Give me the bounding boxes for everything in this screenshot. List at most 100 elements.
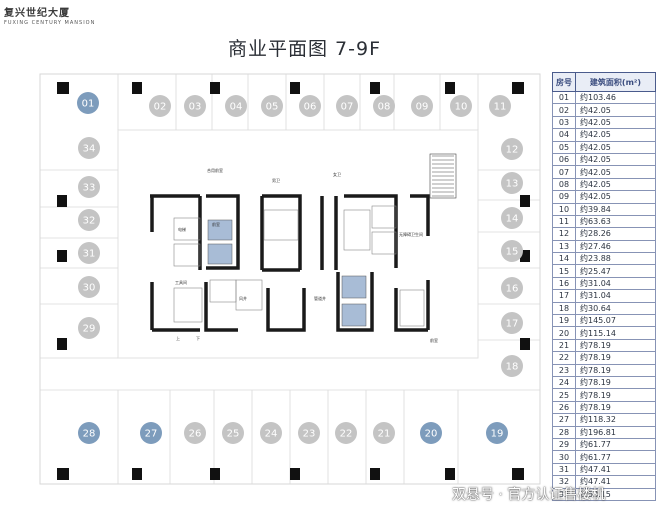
room-label-up: 上	[176, 335, 180, 341]
unit-circle	[450, 95, 472, 117]
unit-number: 29	[83, 324, 96, 335]
table-cell-no: 22	[552, 351, 576, 365]
unit-26: 26	[184, 422, 206, 444]
unit-28: 28	[78, 422, 100, 444]
table-cell-no: 09	[552, 190, 576, 204]
unit-34: 34	[78, 137, 100, 159]
unit-number: 23	[303, 429, 316, 440]
table-cell-area: 约61.77	[575, 437, 656, 452]
room-labels: 合用前室 男卫 女卫 前室 电梯 无障碍卫生间 工具间 管道井 前室 风井 上 …	[175, 167, 438, 343]
table-cell-area: 约42.05	[575, 140, 656, 154]
table-cell-area: 约47.41	[575, 462, 656, 477]
table-cell-no: 25	[552, 388, 576, 402]
unit-number: 16	[506, 284, 519, 295]
unit-number: 04	[230, 102, 243, 113]
unit-number: 10	[455, 102, 468, 113]
table-cell-area: 约53.15	[575, 487, 656, 501]
unit-circle	[78, 137, 100, 159]
table-cell-no: 01	[552, 90, 576, 105]
table-cell-area: 约31.04	[575, 289, 656, 303]
unit-circle	[78, 276, 100, 298]
unit-circle	[501, 277, 523, 299]
unit-circle	[299, 95, 321, 117]
unit-number: 34	[83, 144, 96, 155]
table-cell-area: 约27.46	[575, 239, 656, 254]
unit-number: 12	[506, 145, 519, 156]
logo-cn: 复兴世纪大厦	[4, 8, 70, 19]
room-label-accessible: 无障碍卫生间	[399, 231, 423, 237]
unit-18: 18	[501, 355, 523, 377]
table-cell-area: 约196.81	[575, 425, 656, 439]
table-cell-no: 03	[552, 115, 576, 130]
table-cell-area: 约42.05	[575, 103, 656, 117]
room-label-elevator: 电梯	[178, 226, 186, 232]
unit-circle	[501, 355, 523, 377]
unit-number: 14	[506, 214, 519, 225]
table-cell-no: 21	[552, 338, 576, 353]
room-label-tool: 工具间	[175, 279, 187, 285]
unit-33: 33	[78, 176, 100, 198]
unit-circle	[149, 95, 171, 117]
unit-number: 02	[154, 102, 167, 113]
table-cell-area: 约78.19	[575, 338, 656, 353]
table-cell-no: 27	[552, 413, 576, 427]
table-header-no: 房号	[552, 72, 576, 92]
table-cell-no: 17	[552, 289, 576, 303]
unit-circle	[77, 92, 99, 114]
table-cell-area: 约28.26	[575, 227, 656, 241]
unit-05: 05	[261, 95, 283, 117]
table-cell-no: 04	[552, 128, 576, 142]
unit-number: 22	[340, 429, 353, 440]
unit-number: 17	[506, 319, 519, 330]
table-cell-area: 约61.77	[575, 450, 656, 464]
room-label-pipe: 管道井	[314, 295, 326, 301]
unit-number: 21	[378, 429, 391, 440]
table-cell-area: 约78.19	[575, 351, 656, 365]
unit-number: 03	[189, 102, 202, 113]
table-header-area: 建筑面积(m²)	[575, 72, 656, 92]
unit-circle	[222, 422, 244, 444]
partitions	[40, 74, 540, 484]
unit-number: 06	[304, 102, 317, 113]
table-cell-no: 24	[552, 375, 576, 390]
unit-circle	[411, 95, 433, 117]
unit-number: 20	[425, 429, 438, 440]
table-cell-no: 14	[552, 252, 576, 266]
elevators	[207, 219, 367, 327]
unit-circle	[336, 95, 358, 117]
unit-circle	[78, 176, 100, 198]
unit-circle	[225, 95, 247, 117]
table-cell-no: 02	[552, 103, 576, 117]
room-label-wind: 风井	[239, 295, 247, 301]
table-cell-area: 约42.05	[575, 165, 656, 179]
table-cell-area: 约23.88	[575, 252, 656, 266]
unit-number: 19	[491, 429, 504, 440]
table-cell-area: 约42.05	[575, 115, 656, 130]
unit-circle	[78, 209, 100, 231]
table-cell-no: 12	[552, 227, 576, 241]
unit-number: 31	[83, 249, 96, 260]
unit-31: 31	[78, 242, 100, 264]
table-cell-no: 26	[552, 400, 576, 415]
unit-29: 29	[78, 317, 100, 339]
table-cell-area: 约145.07	[575, 314, 656, 328]
table-cell-area: 约103.46	[575, 90, 656, 105]
unit-number: 11	[494, 102, 507, 113]
unit-11: 11	[489, 95, 511, 117]
room-label-men: 男卫	[272, 178, 280, 183]
unit-circle	[501, 312, 523, 334]
